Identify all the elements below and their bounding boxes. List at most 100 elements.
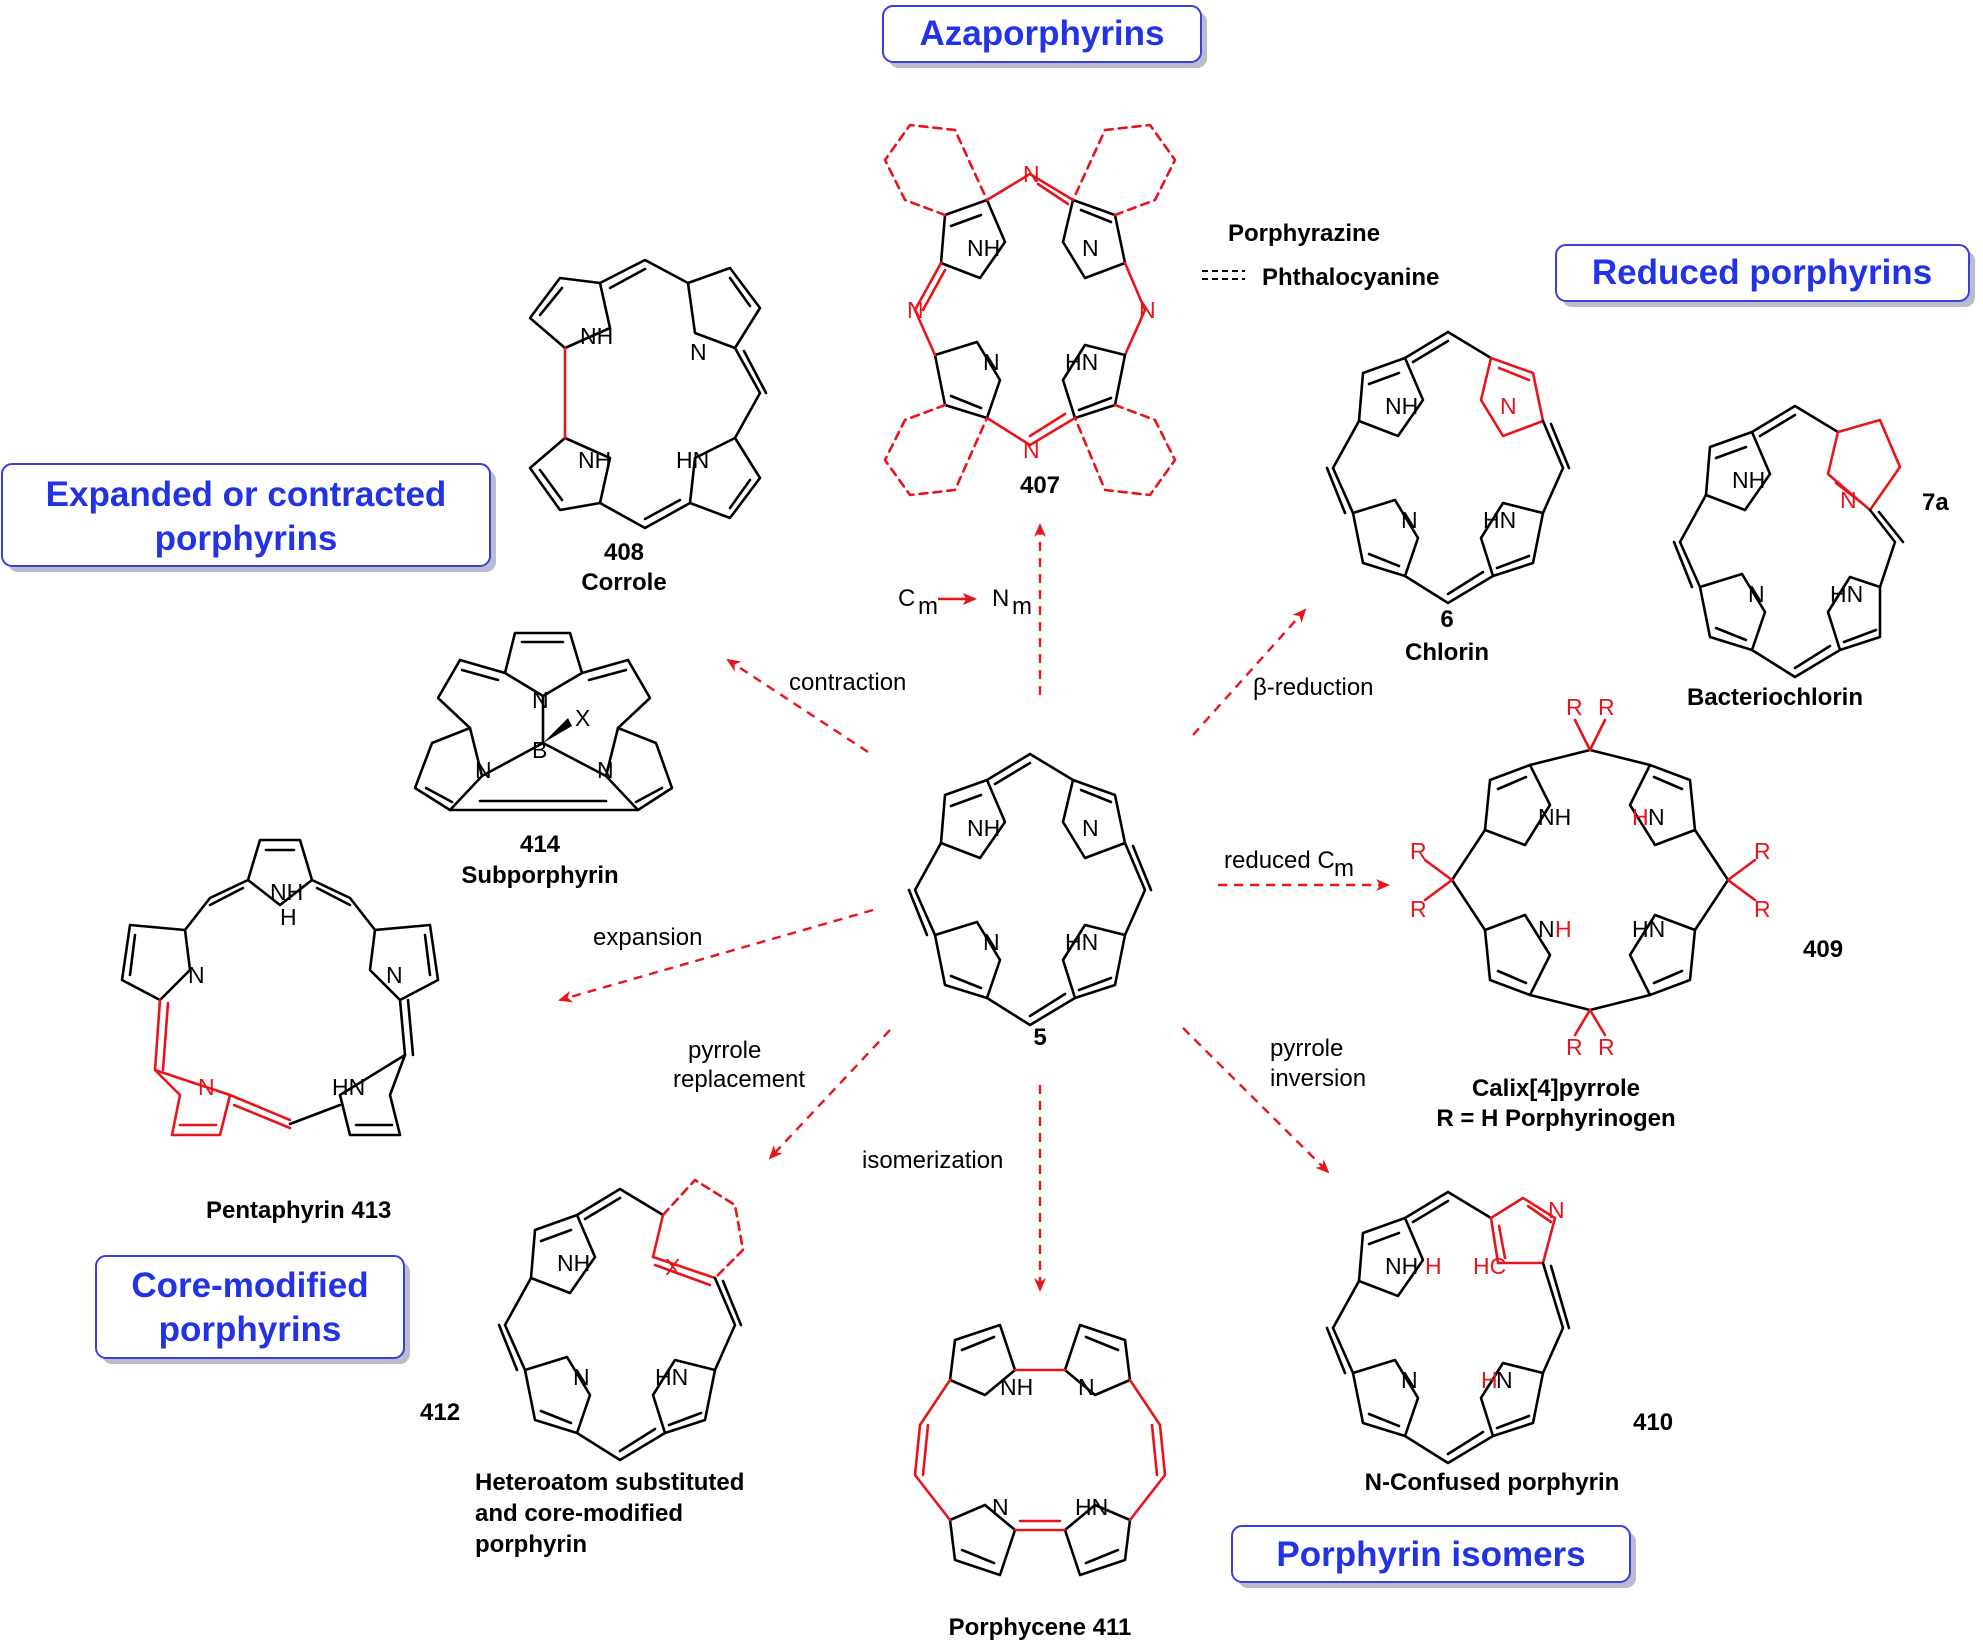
arrow-label: isomerization — [862, 1147, 1003, 1174]
label-calixpyrrole: Calix[4]pyrrole — [1472, 1075, 1640, 1102]
atom-label: N — [1401, 1367, 1418, 1393]
atom-label: NH — [578, 447, 611, 473]
label-407: 407 — [1020, 472, 1060, 499]
arrow-label: N — [992, 585, 1009, 612]
category-porphyrin-isomers: Porphyrin isomers — [1231, 1525, 1636, 1588]
label-408: 408 — [604, 539, 644, 566]
atom-label: NH — [1385, 393, 1418, 419]
category-azaporphyrins: Azaporphyrins — [882, 5, 1207, 68]
category-core-label-2: porphyrins — [159, 1310, 342, 1349]
arrow-contraction: contraction — [726, 658, 906, 754]
atom-label: N — [1840, 487, 1857, 513]
structure-azaporphyrin-407: N N N N NH N N HN — [883, 123, 1177, 497]
atom-label: H — [1555, 916, 1572, 942]
category-expanded-label-2: porphyrins — [155, 519, 338, 558]
label-6: 6 — [1440, 606, 1453, 633]
label-porphycene: Porphycene 411 — [949, 1614, 1132, 1641]
atom-label: N — [1082, 815, 1099, 841]
label-7a: 7a — [1922, 489, 1949, 516]
arrow-label: expansion — [593, 924, 702, 951]
atom-label: N — [983, 349, 1000, 375]
arrow-label: m — [1012, 593, 1032, 620]
atom-label: HN — [1483, 507, 1516, 533]
atom-label: N — [573, 1364, 590, 1390]
atom-label: N — [1500, 393, 1517, 419]
atom-label: H — [1425, 1253, 1442, 1279]
category-core-modified: Core-modified porphyrins — [95, 1255, 410, 1364]
arrow-label: m — [1334, 855, 1354, 882]
structure-core-modified-412: NH X N HN — [497, 1178, 745, 1462]
structure-pentaphyrin-413: NH H N N N HN — [120, 838, 440, 1137]
label-phthalocyanine: Phthalocyanine — [1262, 264, 1439, 291]
atom-label: R — [1410, 838, 1427, 864]
atom-label: N — [597, 757, 614, 783]
atom-label: N — [1496, 1367, 1513, 1393]
label-bacteriochlorin: Bacteriochlorin — [1687, 684, 1863, 711]
category-reduced-label: Reduced porphyrins — [1592, 253, 1932, 292]
structure-subporphyrin-414: N B X N N — [413, 631, 674, 812]
atom-label: HN — [1075, 1494, 1108, 1520]
label-hetero-3: porphyrin — [475, 1531, 587, 1558]
arrow-pyrrole-inversion: pyrrole inversion — [1182, 1027, 1366, 1174]
atom-label: NH — [1538, 804, 1571, 830]
label-hetero-1: Heteroatom substituted — [475, 1469, 744, 1496]
arrow-pyrrole-replacement: pyrrole replacement — [673, 1029, 891, 1160]
atom-label: N — [907, 297, 924, 323]
arrow-reduced-cm: reduced C m — [1218, 847, 1390, 891]
atom-label: N — [1748, 581, 1765, 607]
category-isomers-label: Porphyrin isomers — [1276, 1535, 1585, 1574]
atom-label: HN — [1065, 929, 1098, 955]
atom-label: R — [1598, 1034, 1615, 1060]
arrow-label: pyrrole — [1270, 1035, 1343, 1062]
structure-nconfused-410: NH H HC N N H N — [1325, 1190, 1571, 1465]
arrow-beta-reduction: β-reduction — [1192, 608, 1374, 736]
atom-label: N — [532, 687, 549, 713]
arrow-label: reduced C — [1224, 847, 1335, 874]
atom-label: NH — [967, 235, 1000, 261]
label-412: 412 — [420, 1399, 460, 1426]
atom-label: N — [475, 757, 492, 783]
arrow-expansion: expansion — [558, 908, 874, 1003]
atom-label: HN — [1632, 916, 1665, 942]
structure-corrole-408: NH N NH HN — [528, 258, 768, 530]
arrow-label: C — [898, 585, 915, 612]
atom-label: N — [1548, 1197, 1565, 1223]
atom-label: NH — [580, 323, 613, 349]
atom-label: HN — [1065, 349, 1098, 375]
atom-label: NH — [270, 879, 303, 905]
atom-label: N — [1648, 804, 1665, 830]
label-5: 5 — [1033, 1024, 1046, 1051]
atom-label: X — [665, 1254, 680, 1280]
atom-label: N — [983, 929, 1000, 955]
atom-label: R — [1566, 694, 1583, 720]
label-porphyrinogen: R = H Porphyrinogen — [1436, 1105, 1675, 1132]
label-hetero-2: and core-modified — [475, 1500, 683, 1527]
category-azaporphyrins-label: Azaporphyrins — [919, 14, 1164, 53]
atom-label: R — [1598, 694, 1615, 720]
atom-label: HN — [332, 1074, 365, 1100]
atom-label: NH — [1385, 1253, 1418, 1279]
atom-label: X — [575, 705, 590, 731]
atom-label: H — [1481, 1367, 1498, 1393]
atom-label: N — [1078, 1374, 1095, 1400]
atom-label: R — [1410, 896, 1427, 922]
atom-label: HN — [655, 1364, 688, 1390]
arrow-label: contraction — [789, 669, 906, 696]
atom-label: N — [188, 962, 205, 988]
atom-label: HN — [1830, 581, 1863, 607]
atom-label: N — [992, 1494, 1009, 1520]
label-pentaphyrin: Pentaphyrin 413 — [206, 1197, 391, 1224]
structure-bacteriochlorin-7a: NH N N HN — [1672, 404, 1905, 679]
atom-label: R — [1566, 1034, 1583, 1060]
category-expanded-label-1: Expanded or contracted — [46, 475, 447, 514]
atom-label: N — [690, 339, 707, 365]
atom-label: N — [1538, 916, 1555, 942]
structure-calixpyrrole-409: R R R R R R R R NH H N N H HN — [1410, 694, 1771, 1060]
atom-label: NH — [1732, 467, 1765, 493]
arrow-label: β-reduction — [1253, 674, 1374, 701]
label-corrole: Corrole — [581, 569, 666, 596]
category-core-label-1: Core-modified — [131, 1266, 368, 1305]
atom-label: N — [1023, 437, 1040, 463]
atom-label: HN — [676, 447, 709, 473]
label-subporphyrin: Subporphyrin — [461, 862, 618, 889]
